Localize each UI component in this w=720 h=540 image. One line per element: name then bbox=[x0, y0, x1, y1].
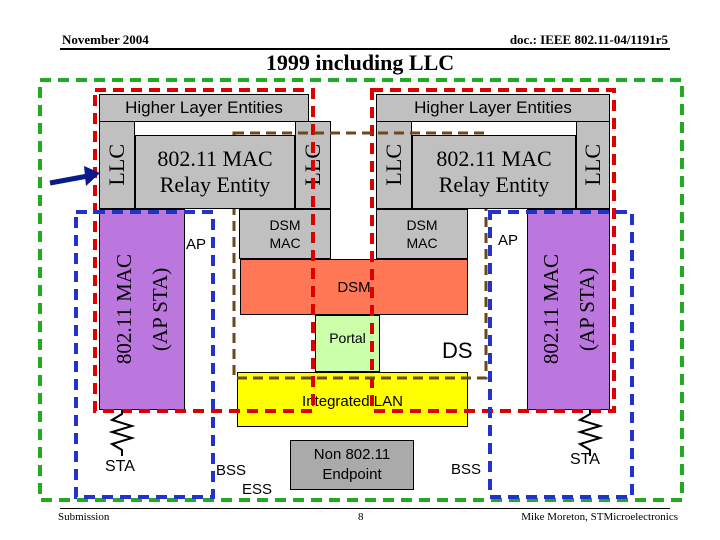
bss-boundary-left bbox=[74, 210, 215, 499]
footer-page-number: 8 bbox=[358, 511, 364, 523]
header-rule bbox=[60, 48, 670, 50]
higher-layer-right: Higher Layer Entities bbox=[376, 94, 610, 122]
ap-label-right: AP bbox=[498, 232, 519, 249]
mac-label-right: 802.11 MAC(AP STA) bbox=[538, 254, 599, 365]
mac-ap-sta-right bbox=[527, 209, 610, 410]
integrated-lan-block: Integrated LAN bbox=[237, 372, 468, 427]
pointer-arrow-shaft bbox=[49, 173, 89, 186]
antenna-right bbox=[576, 410, 604, 456]
bss-label-left: BSS bbox=[216, 462, 247, 479]
dsm-block: DSM bbox=[240, 259, 468, 315]
bss-label-right: BSS bbox=[451, 461, 482, 478]
date-label: November 2004 bbox=[62, 32, 149, 47]
ds-boundary bbox=[232, 131, 488, 380]
llc-right-outer: LLC bbox=[576, 121, 610, 209]
llc-left-outer: LLC bbox=[99, 121, 135, 209]
station-boundary-left bbox=[93, 88, 315, 413]
sta-label-left: STA bbox=[105, 458, 135, 475]
antenna-left bbox=[108, 410, 136, 456]
footer-rule bbox=[60, 508, 670, 509]
footer-submission: Submission bbox=[58, 511, 110, 523]
llc-right-inner: LLC bbox=[376, 121, 412, 209]
document-id: doc.: IEEE 802.11-04/1191r5 bbox=[509, 32, 668, 47]
footer-author: Mike Moreton, STMicroelectronics bbox=[521, 511, 678, 523]
mac-ap-sta-left bbox=[99, 209, 185, 410]
slide-title: 1999 including LLC bbox=[265, 50, 455, 75]
sta-label-right: STA bbox=[570, 451, 600, 468]
ess-boundary bbox=[38, 78, 684, 502]
ap-label-left: AP bbox=[186, 236, 207, 253]
ds-label: DS bbox=[442, 338, 473, 363]
portal-block: Portal bbox=[315, 315, 380, 372]
bss-boundary-right bbox=[488, 210, 634, 499]
pointer-arrow-head bbox=[84, 166, 100, 186]
station-boundary-right bbox=[370, 88, 616, 413]
higher-layer-left: Higher Layer Entities bbox=[99, 94, 309, 122]
mac-label-left: 802.11 MAC(AP STA) bbox=[112, 254, 172, 365]
ess-label: ESS bbox=[242, 481, 273, 498]
